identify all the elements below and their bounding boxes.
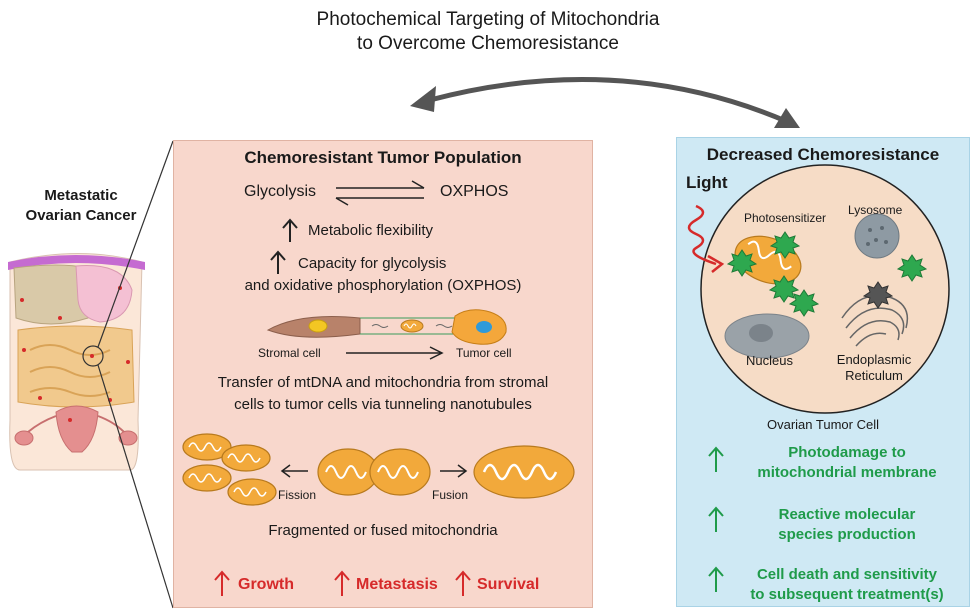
fusion-arrow-icon — [440, 464, 468, 478]
lysosome-icon — [854, 213, 900, 259]
transfer-line-2: cells to tumor cells via tunneling nanot… — [234, 396, 532, 413]
nucleus-label: Nucleus — [746, 353, 793, 368]
light-wave-icon — [687, 204, 717, 266]
effect-2-line-1: Reactive molecular — [778, 506, 916, 523]
er-label-line-2: Reticulum — [845, 368, 903, 383]
ovary-left-icon — [14, 430, 34, 446]
up-arrow-metastasis-icon — [334, 570, 350, 596]
liver-icon — [13, 264, 89, 325]
stomach-icon — [75, 265, 133, 323]
oxphos-label: OXPHOS — [440, 183, 509, 200]
effect-1-line-2: mitochondrial membrane — [757, 464, 937, 481]
photosensitizer-icons — [726, 231, 928, 317]
tumor-cell-label: Tumor cell — [456, 346, 512, 360]
middle-title: Chemoresistant Tumor Population — [244, 148, 522, 167]
up-arrow-reactive-species-icon — [708, 506, 724, 532]
ovarian-tumor-cell-label: Ovarian Tumor Cell — [767, 417, 879, 432]
ovary-right-icon — [118, 430, 138, 446]
lysosome-label: Lysosome — [848, 203, 903, 217]
er-icon — [841, 294, 909, 347]
up-arrow-survival-icon — [455, 570, 471, 596]
left-title-line-2: Ovarian Cancer — [25, 207, 137, 224]
left-title: Metastatic Ovarian Cancer — [6, 186, 156, 226]
right-title: Decreased Chemoresistance — [706, 145, 940, 164]
metastasis-label: Metastasis — [356, 576, 438, 593]
up-arrow-photodamage-icon — [708, 446, 724, 472]
fission-label: Fission — [278, 488, 317, 502]
title-line-2: to Overcome Chemoresistance — [357, 33, 619, 54]
glycolysis-label: Glycolysis — [244, 183, 317, 200]
fragmented-label: Fragmented or fused mitochondria — [268, 522, 498, 539]
effect-2-line-2: species production — [778, 526, 916, 543]
equilibrium-arrows-icon — [335, 180, 425, 206]
er-label-line-1: Endoplasmic — [836, 352, 912, 367]
left-title-line-1: Metastatic — [44, 187, 118, 204]
fragmented-mito-icon — [182, 433, 277, 506]
chemoresistant-panel — [173, 140, 593, 608]
title-line-1: Photochemical Targeting of Mitochondria — [316, 9, 660, 30]
growth-label: Growth — [238, 576, 294, 593]
capacity-line-2: and oxidative phosphorylation (OXPHOS) — [244, 277, 522, 294]
up-arrow-growth-icon — [214, 570, 230, 596]
er-photosensitizer-icon — [862, 281, 894, 309]
zoom-circle — [82, 345, 104, 367]
light-label: Light — [686, 173, 728, 192]
effect-3-line-2: to subsequent treatment(s) — [750, 586, 944, 603]
capacity-line-1: Capacity for glycolysis — [298, 255, 447, 272]
effect-1-line-1: Photodamage to — [788, 444, 906, 461]
metabolic-flexibility-label: Metabolic flexibility — [308, 222, 434, 239]
stromal-to-tumor-arrow-icon — [346, 346, 444, 360]
survival-label: Survival — [477, 576, 540, 593]
uterus-icon — [55, 405, 99, 453]
diagram-title: Photochemical Targeting of Mitochondria … — [0, 8, 976, 56]
fused-mito-icon — [473, 445, 575, 499]
transfer-line-1: Transfer of mtDNA and mitochondria from … — [217, 374, 549, 391]
middle-mito-icon — [317, 448, 431, 496]
up-arrow-metabolic-icon — [282, 218, 298, 242]
fission-arrow-icon — [280, 464, 308, 478]
fusion-label: Fusion — [432, 488, 469, 502]
effect-3-line-1: Cell death and sensitivity — [756, 566, 938, 583]
up-arrow-capacity-icon — [270, 250, 286, 274]
stromal-cell-label: Stromal cell — [258, 346, 321, 360]
diaphragm-icon — [8, 255, 145, 270]
photosensitizer-label: Photosensitizer — [744, 211, 827, 225]
up-arrow-cell-death-icon — [708, 566, 724, 592]
